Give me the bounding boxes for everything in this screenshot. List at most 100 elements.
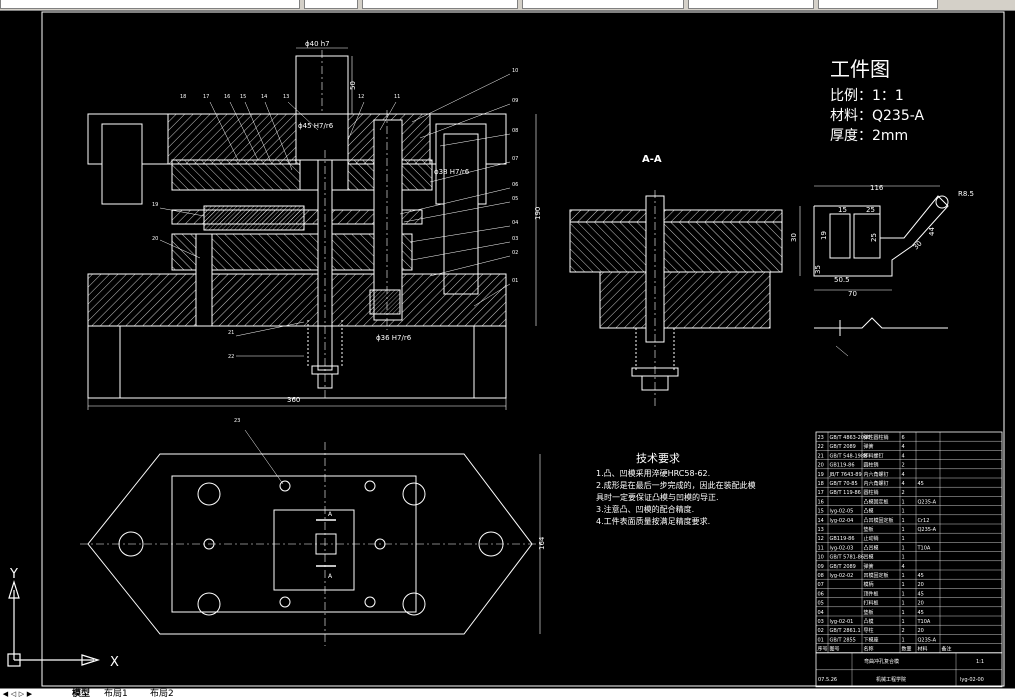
bom-row: 08 (818, 573, 824, 579)
dim-fit-38: ϕ38 H7/r6 (434, 168, 470, 176)
dim-shank-height: 50 (349, 81, 357, 90)
bom-row: 17 (818, 490, 824, 496)
balloon-07: 07 (512, 156, 518, 162)
bom-row: 弹性圆柱销 (864, 434, 889, 441)
bom-row: 01 (818, 637, 824, 643)
bom-row: 4 (902, 564, 905, 570)
bom-row: 18 (818, 481, 824, 487)
workpiece-scale: 比例：1：1 (830, 88, 904, 104)
prev-tab-icon[interactable]: ◁ (10, 690, 17, 698)
document-tab-3[interactable] (362, 0, 518, 9)
balloon-01: 01 (512, 278, 518, 284)
balloon-14: 14 (261, 94, 267, 100)
plan-view (80, 429, 541, 646)
bom-row: 15 (818, 509, 824, 515)
bom-row: 45 (918, 481, 924, 487)
bom-row: 2 (902, 463, 905, 469)
ucs-x-label: X (110, 655, 119, 670)
bom-row: GB/T 70-85 (830, 481, 858, 487)
bom-row: 45 (918, 573, 924, 579)
svg-text:25: 25 (870, 233, 878, 242)
bom-row: 07 (818, 582, 824, 588)
bom-header: 数量 (902, 646, 912, 653)
bom-row: Q235-A (918, 527, 937, 533)
svg-text:R8.5: R8.5 (958, 190, 974, 198)
tab-layout1[interactable]: 布局1 (104, 689, 128, 699)
layout-tab-bar: ◀ ◁ ▷ ▶ 模型 布局1 布局2 (0, 688, 1015, 700)
bom-row: 1 (902, 573, 905, 579)
bom-row: 垫板 (864, 526, 874, 533)
dim-shank-dia: ϕ40 h7 (305, 40, 330, 48)
document-tab-2[interactable] (304, 0, 358, 9)
balloon-18: 18 (180, 94, 186, 100)
bom-row: lyg-02-01 (830, 619, 854, 625)
tab-layout2[interactable]: 布局2 (150, 689, 174, 699)
bom-row: 垫板 (864, 609, 874, 616)
section-mark-top: A (328, 511, 333, 518)
svg-text:2.成形是在最后一步完成的，因此在装配此模: 2.成形是在最后一步完成的，因此在装配此模 (596, 480, 756, 490)
svg-text:1.凸、凹模采用淬硬HRC58-62.: 1.凸、凹模采用淬硬HRC58-62. (596, 468, 710, 478)
drawing-canvas[interactable]: 18 17 16 15 14 13 12 11 10 09 08 07 06 0… (0, 10, 1015, 688)
bom-row: 1 (902, 619, 905, 625)
bom-row: 内六角螺钉 (864, 480, 889, 487)
bom-row: 20 (918, 601, 924, 607)
bom-row: GB119-86 (830, 463, 855, 469)
bom-row: 1 (902, 637, 905, 643)
bom-row: 1 (902, 499, 905, 505)
bom-row: 4 (902, 472, 905, 478)
bom-row: GB/T 2089 (830, 444, 856, 450)
bom-row: 4 (902, 453, 905, 459)
svg-text:35: 35 (814, 265, 822, 274)
bom-row: 03 (818, 619, 824, 625)
bom-row: 顶件板 (864, 590, 879, 597)
bom-row: 凸凹模 (864, 544, 879, 551)
bom-row: lyg-02-05 (830, 509, 854, 515)
bom-row: 1 (902, 582, 905, 588)
title-block-school: 机械工程学院 (876, 676, 906, 683)
drawing-border (41, 11, 1005, 687)
bom-row: 1 (902, 527, 905, 533)
bom-row: 22 (818, 444, 824, 450)
bom-row: 09 (818, 564, 824, 570)
bom-row: 6 (902, 435, 905, 441)
bom-header: 名称 (864, 646, 874, 653)
bom-row: 止动销 (864, 535, 879, 542)
svg-text:25: 25 (866, 206, 875, 214)
svg-text:15: 15 (838, 206, 847, 214)
tab-model[interactable]: 模型 (72, 689, 91, 699)
last-tab-icon[interactable]: ▶ (26, 690, 33, 698)
workpiece-info: 工件图 比例：1：1 材料：Q235-A 厚度：2mm (830, 57, 924, 144)
bom-row: 凸凹模固定板 (864, 517, 894, 524)
workpiece-drawing (799, 185, 949, 357)
bom-row: 13 (818, 527, 824, 533)
svg-text:具时一定要保证凸模与凹模的导正.: 具时一定要保证凸模与凹模的导正. (596, 492, 719, 502)
section-label: A-A (642, 154, 662, 165)
first-tab-icon[interactable]: ◀ (2, 690, 9, 698)
title-block-date: 07.5.26 (818, 677, 837, 683)
balloon-12: 12 (358, 94, 364, 100)
next-tab-icon[interactable]: ▷ (18, 690, 25, 698)
bom-row: 下模座 (864, 636, 879, 643)
bom-row: 1 (902, 591, 905, 597)
bom-row: GB/T 119-86 (830, 490, 861, 496)
bom-row: 2 (902, 490, 905, 496)
bom-row: GB/T 5781-86 (830, 555, 865, 561)
balloon-17: 17 (203, 94, 209, 100)
document-tab-4[interactable] (522, 0, 684, 9)
bom-row: 卸料螺钉 (864, 452, 884, 459)
bom-row: 弹簧 (864, 443, 874, 450)
workpiece-title: 工件图 (830, 57, 890, 81)
section-mark-bottom: A (328, 573, 333, 580)
front-section-view (87, 47, 537, 410)
bom-row: 1 (902, 610, 905, 616)
document-tab-6[interactable] (818, 0, 938, 9)
document-tab-1[interactable] (0, 0, 300, 9)
bom-header: 材料 (918, 646, 928, 653)
balloon-06: 06 (512, 182, 518, 188)
bom-row: 20 (918, 628, 924, 634)
bom-row: 1 (902, 536, 905, 542)
document-tab-5[interactable] (688, 0, 814, 9)
balloon-11: 11 (394, 94, 400, 100)
balloon-08: 08 (512, 128, 518, 134)
svg-text:44: 44 (928, 227, 936, 236)
